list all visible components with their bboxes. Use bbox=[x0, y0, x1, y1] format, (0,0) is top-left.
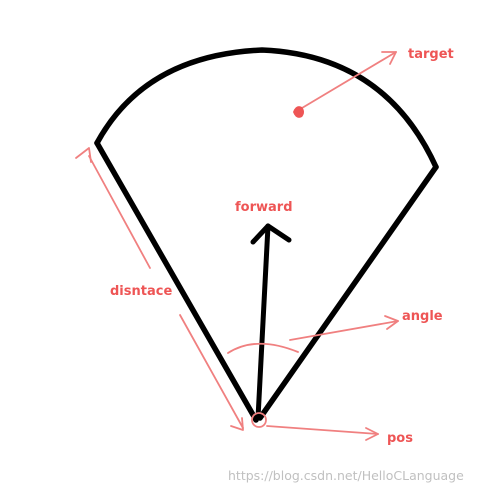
distance-arrow-lower bbox=[179, 314, 244, 429]
forward-arrow-shaft bbox=[255, 223, 271, 421]
angle-arrow-line bbox=[289, 320, 399, 341]
pos-label: pos bbox=[387, 431, 413, 446]
pos-arrow-head bbox=[365, 427, 379, 441]
annotations bbox=[75, 51, 399, 441]
angle-arrow-head bbox=[384, 315, 399, 330]
target-arrow-head bbox=[381, 51, 397, 65]
sector-right-edge bbox=[257, 164, 439, 421]
angle-arc bbox=[227, 342, 299, 354]
forward-arrow-head bbox=[250, 223, 292, 245]
target-label: target bbox=[408, 47, 454, 62]
target-arrow-line bbox=[301, 51, 397, 109]
pos-marker bbox=[251, 412, 267, 428]
sector-left-edge bbox=[94, 140, 259, 423]
target-dot bbox=[293, 106, 304, 118]
forward-arrow bbox=[250, 223, 292, 421]
distance-arrow-head-top bbox=[75, 147, 92, 163]
sector-arc bbox=[94, 47, 439, 170]
distance-arrow-head-bottom bbox=[230, 417, 244, 431]
distance-label: disntace bbox=[110, 284, 172, 299]
pos-arrow-line bbox=[266, 425, 379, 435]
forward-label: forward bbox=[235, 200, 293, 215]
watermark: https://blog.csdn.net/HelloCLanguage bbox=[228, 468, 464, 483]
sector bbox=[94, 47, 439, 423]
distance-arrow-upper bbox=[88, 155, 151, 269]
angle-label: angle bbox=[402, 309, 443, 324]
